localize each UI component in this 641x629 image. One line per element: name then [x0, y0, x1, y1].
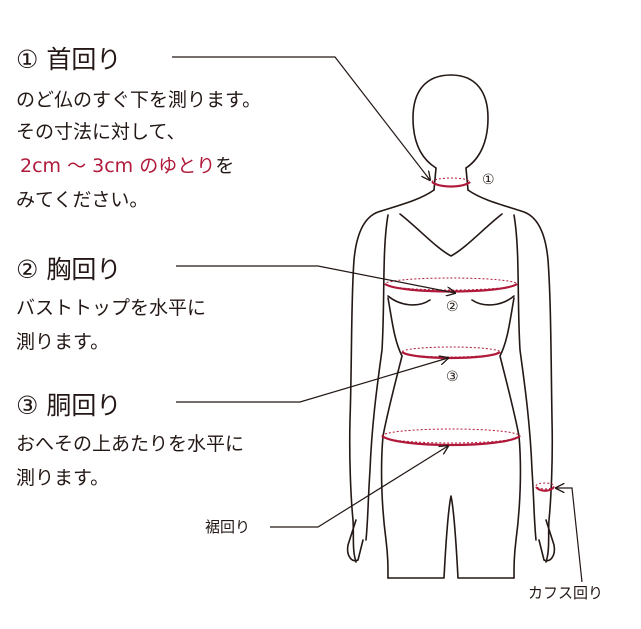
mannequin-neck	[433, 167, 469, 191]
chest-leader	[176, 265, 455, 293]
figure-label-chest: ②	[446, 299, 459, 315]
mannequin-left-side	[348, 189, 435, 563]
neck-leader	[172, 56, 430, 180]
mannequin-neckline	[399, 213, 503, 257]
waist-leader	[176, 358, 448, 403]
waist-ring	[401, 351, 501, 360]
callout-hem: 裾回り	[205, 518, 251, 536]
cuff-ring-back	[535, 482, 555, 490]
chest-ring	[384, 283, 518, 293]
leader-lines	[172, 56, 583, 583]
mannequin-left-hand	[346, 519, 364, 562]
cuff-ring	[535, 486, 555, 492]
mannequin-head	[412, 74, 489, 169]
section-neck-heading: ① 首回り	[16, 45, 122, 74]
mannequin-lower-right	[513, 435, 522, 579]
mannequin-torso-left	[382, 297, 403, 437]
mannequin-torso-right	[499, 297, 520, 437]
callout-cuff: カフス回り	[528, 584, 604, 602]
section-waist-heading: ③ 胴回り	[16, 391, 122, 420]
section-neck-allowance-suffix: を	[215, 155, 235, 177]
section-waist-line-1: おへその上あたりを水平に	[16, 433, 245, 455]
hem-ring-back	[381, 428, 521, 444]
neck-ring	[431, 181, 471, 188]
mannequin-inner-right-arm	[513, 214, 537, 541]
section-neck-allowance: 2cm 〜 3cm のゆとり	[20, 155, 216, 177]
cuff-leader	[556, 488, 583, 583]
mannequin-lower-left	[380, 435, 389, 579]
section-neck-line-1: のど仏のすぐ下を測ります。	[16, 89, 262, 111]
section-waist-line-2: 測ります。	[16, 467, 110, 489]
mannequin-bust	[387, 295, 515, 306]
section-chest-heading: ② 胸回り	[16, 255, 122, 284]
mannequin-right-side	[467, 189, 554, 563]
section-neck-line-3: 2cm 〜 3cm のゆとりを	[20, 150, 234, 182]
mannequin-legs-bottom	[387, 495, 515, 579]
mannequin-right-hand	[538, 519, 556, 562]
measurement-rings	[381, 177, 555, 492]
section-neck-line-4: みてください。	[16, 189, 149, 211]
mannequin-figure	[346, 74, 556, 579]
figure-label-neck: ①	[482, 172, 495, 188]
figure-label-waist: ③	[446, 369, 459, 385]
section-chest-line-1: バストトップを水平に	[16, 297, 207, 319]
section-chest-line-2: 測ります。	[16, 331, 110, 353]
hem-leader	[270, 446, 448, 528]
mannequin-inner-left-arm	[365, 214, 389, 541]
hem-ring	[381, 435, 521, 447]
section-neck-line-2: その寸法に対して、	[16, 121, 186, 143]
